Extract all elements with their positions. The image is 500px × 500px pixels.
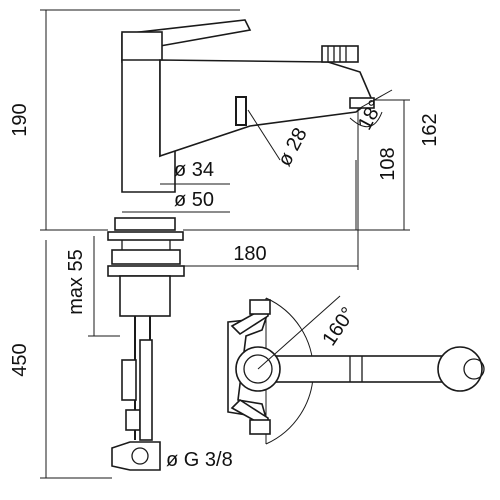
- threaded-rod: [119, 275, 171, 317]
- spout-ring: [235, 96, 247, 126]
- dim-190: 190: [9, 103, 31, 136]
- faucet-side-view: [107, 19, 375, 471]
- spray-nozzle: [349, 97, 375, 109]
- dim-180: 180: [233, 243, 266, 265]
- deck-flange: [107, 231, 184, 241]
- dim-max-55: max 55: [65, 249, 87, 315]
- fixing-nut: [111, 249, 181, 265]
- base-plate: [114, 217, 176, 231]
- dim-connection: ø G 3/8: [166, 449, 233, 471]
- dim-108: 108: [377, 147, 399, 180]
- spray-head-top-view: [437, 346, 483, 392]
- dim-28: ø 28: [274, 124, 312, 170]
- dim-450: 450: [9, 343, 31, 376]
- spout-arm-top: [265, 355, 453, 383]
- faucet-top-view: [227, 295, 485, 445]
- base-plate-top: [227, 317, 268, 419]
- lever-hub: [121, 31, 163, 63]
- hose-connector: [111, 441, 161, 471]
- dim-50: ø 50: [174, 189, 214, 211]
- fixing-washer: [107, 265, 185, 277]
- spout: [159, 59, 373, 158]
- dim-162: 162: [419, 113, 441, 146]
- dim-34: ø 34: [174, 159, 214, 181]
- dimension-lines: [40, 9, 410, 479]
